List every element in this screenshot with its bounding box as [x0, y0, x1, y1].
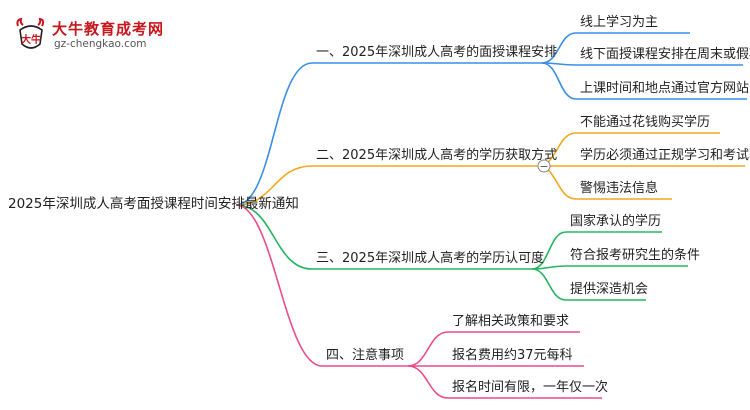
branch-1-label[interactable]: 一、2025年深圳成人高考的面授课程安排: [316, 45, 558, 60]
branch-3-child-3-connector: [531, 268, 567, 301]
branch-3-child-3[interactable]: 提供深造机会: [570, 282, 649, 297]
branch-2-label[interactable]: 二、2025年深圳成人高考的学历获取方式: [316, 148, 558, 163]
branch-3-label[interactable]: 三、2025年深圳成人高考的学历认可度: [316, 251, 545, 266]
site-logo[interactable]: 大牛 大牛教育成考网 gz-chengkao.com: [12, 14, 165, 54]
branch-4-child-1[interactable]: 了解相关政策和要求: [452, 314, 570, 329]
branch-2-child-1[interactable]: 不能通过花钱购买学历: [580, 115, 711, 130]
branch-4-connector: [235, 204, 323, 367]
branch-3-child-1[interactable]: 国家承认的学历: [570, 214, 662, 229]
branch-1-child-1-connector: [541, 32, 577, 64]
branch-4-child-3[interactable]: 报名时间有限，一年仅一次: [452, 380, 609, 395]
logo-url: gz-chengkao.com: [54, 38, 147, 50]
connector-lines: −: [235, 32, 747, 399]
branch-4-child-2[interactable]: 报名费用约37元每科: [452, 348, 573, 363]
branch-1-child-3-connector: [541, 62, 577, 100]
ox-mascot-icon: 大牛: [16, 17, 45, 49]
logo-title: 大牛教育成考网: [52, 20, 165, 38]
branch-1-child-1[interactable]: 线上学习为主: [580, 15, 659, 30]
branch-2-child-2[interactable]: 学历必须通过正规学习和考试获得: [580, 148, 750, 163]
branch-2-child-3[interactable]: 警惕违法信息: [580, 181, 659, 196]
branch-3-connector: [235, 204, 313, 270]
branch-3-child-2[interactable]: 符合报考研究生的条件: [570, 248, 701, 263]
branch-1-child-3[interactable]: 上课时间和地点通过官方网站公布: [580, 81, 750, 96]
branch-2-connector: [235, 165, 313, 206]
branch-1-child-2[interactable]: 线下面授课程安排在周末或假期: [580, 47, 750, 62]
logo-mark-text: 大牛: [21, 33, 41, 46]
branch-4-child-1-connector: [407, 331, 449, 367]
collapse-toggle-glyph[interactable]: −: [539, 160, 548, 173]
branch-4-label[interactable]: 四、注意事项: [326, 348, 405, 363]
root-node[interactable]: 2025年深圳成人高考面授课程时间安排最新通知: [8, 196, 299, 212]
branch-4-child-3-connector: [407, 365, 449, 399]
branch-1-connector: [235, 62, 313, 206]
collapse-toggle-icon[interactable]: [537, 159, 551, 173]
branch-3-child-1-connector: [531, 231, 567, 270]
